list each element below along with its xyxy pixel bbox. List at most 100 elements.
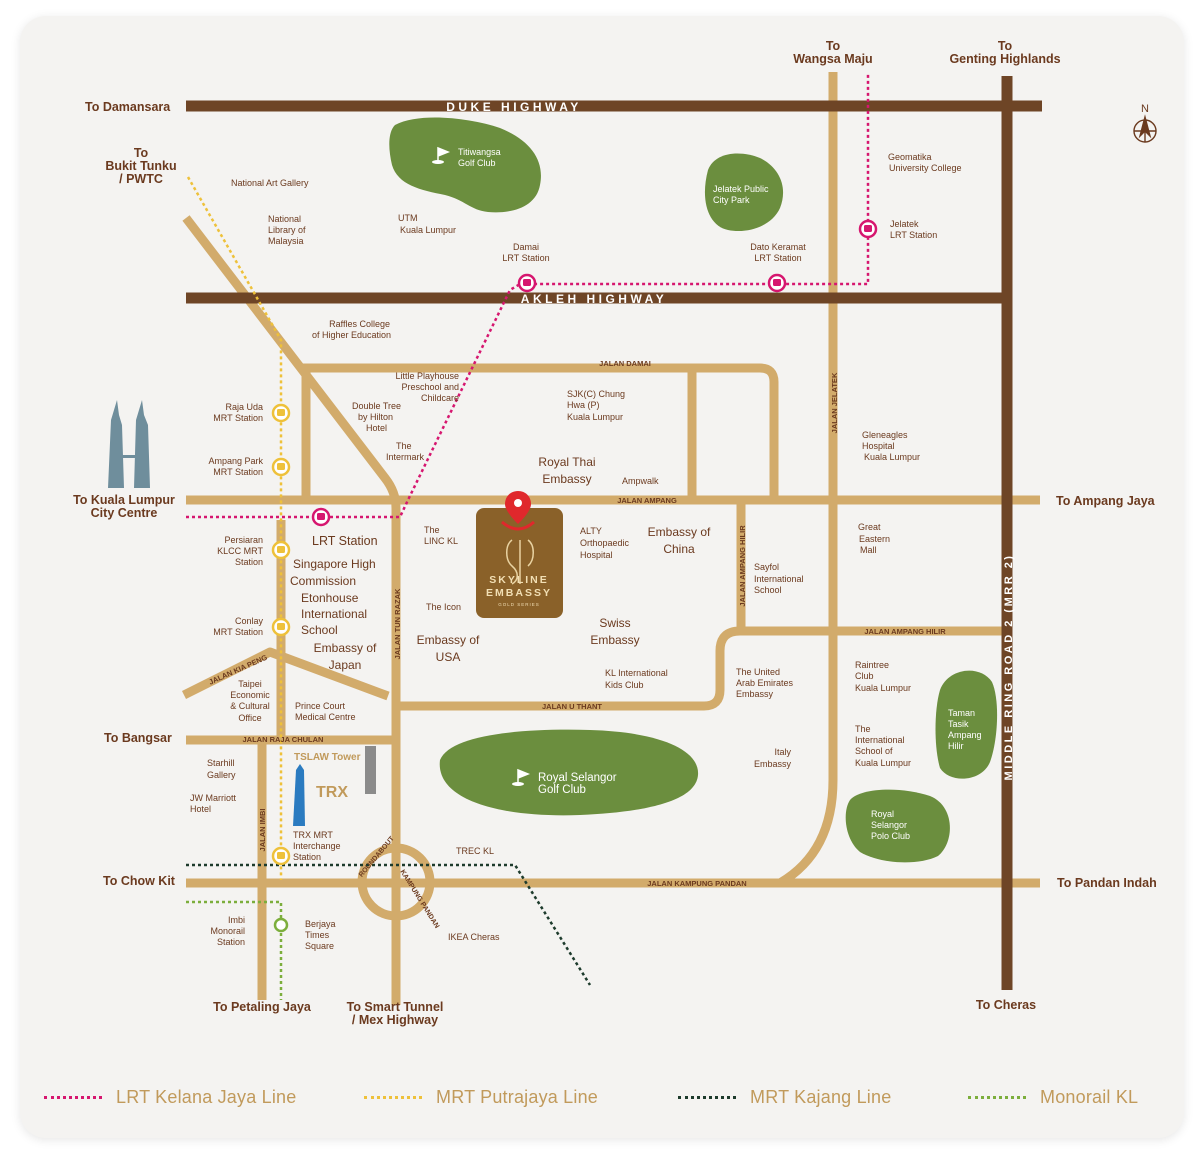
label-jalan-jelatek: JALAN JELATEK [830,372,839,433]
label-polo-2: Selangor [871,820,907,830]
damai-station-icon [517,273,537,293]
dir-to-klcc-2: City Centre [91,506,158,520]
petronas-towers-icon [108,400,150,488]
dir-to-smart-1: To Smart Tunnel [347,1000,444,1014]
project-logo-icon [506,539,534,585]
label-trx-1: TRX MRT [293,830,333,840]
place-great-eastern-1: Great [858,522,881,532]
dir-to-petaling-jaya: To Petaling Jaya [213,1000,312,1014]
highways [186,76,1042,990]
dir-to-genting-1: To [998,39,1013,53]
transit-lines [186,72,870,1000]
label-duke-highway: DUKE HIGHWAY [446,100,582,114]
place-doubletree-2: by Hilton [358,412,393,422]
label-raja-uda-2: MRT Station [213,413,263,423]
place-berjaya-1: Berjaya [305,919,336,929]
label-taman-4: Hilir [948,741,964,751]
place-treckl: TREC KL [456,846,494,856]
compass-icon [1133,114,1157,143]
place-raintree-2: Club [855,671,874,681]
label-conlay-1: Conlay [235,616,264,626]
dir-to-bukit-tunku-1: To [134,146,149,160]
place-taipei-1: Taipei [238,679,262,689]
place-raffles-2: of Higher Education [312,330,391,340]
label-jalan-raja-chulan: JALAN RAJA CHULAN [243,735,324,744]
conlay-station-icon [271,617,291,637]
place-taipei-3: & Cultural [230,701,270,711]
place-national-lib-2: Library of [268,225,306,235]
place-ikea: IKEA Cheras [448,932,500,942]
imbi-station-icon [273,917,289,933]
label-akleh-highway: AKLEH HIGHWAY [521,292,667,306]
golf-flag-icon [432,146,451,164]
project-series: GOLD SERIES [498,602,540,607]
place-alty-2: Orthopaedic [580,538,630,548]
legend-line-mrt-kajang [678,1095,736,1099]
dir-to-ampang-jaya: To Ampang Jaya [1056,494,1156,508]
place-starhill-2: Gallery [207,770,236,780]
label-jalan-tun-razak: JALAN TUN RAZAK [393,588,402,659]
place-alty-3: Hospital [580,550,613,560]
label-trx-2: Interchange [293,841,341,851]
label-jalan-ampang-hilir-h: JALAN AMPANG HILIR [864,627,946,636]
label-titiwangsa-2: Golf Club [458,158,496,168]
road-diagonal-bukit-tunku [182,215,401,1005]
place-isk-1: The [855,724,871,734]
legend-line-lrt [44,1095,102,1099]
place-ampwalk: Ampwalk [622,476,659,486]
place-the-icon: The Icon [426,602,461,612]
persiaran-klcc-station-icon [271,540,291,560]
label-persiaran-3: Station [235,557,263,567]
place-isk-3: School of [855,746,893,756]
golf-flag-icon-2 [512,768,531,786]
legend-item-monorail: Monorail KL [968,1084,1138,1110]
ampang-park-station-icon [271,457,291,477]
place-geomatika-1: Geomatika [888,152,932,162]
legend-line-mrt-putrajaya [364,1095,422,1099]
label-jalan-kampung-pandan: JALAN KAMPUNG PANDAN [647,879,746,888]
project-name-2: EMBASSY [486,587,552,599]
dir-to-smart-2: / Mex Highway [352,1013,438,1027]
mrt-putrajaya-line [186,176,283,880]
label-polo-1: Royal [871,809,894,819]
place-intermark-1: The [396,441,412,451]
label-rsgc-2: Golf Club [538,784,586,796]
trx-station-icon [271,846,291,866]
place-sayfol-2: International [754,574,804,584]
trx-tower-icon [293,764,305,826]
place-thai-1: Royal Thai [538,455,595,469]
label-jalan-ampang: JALAN AMPANG [617,496,677,505]
project-name-1: SKYLINE [489,574,549,586]
klcc-lrt-station-icon [311,507,331,527]
label-jelatek-park-1: Jelatek Public [713,184,769,194]
place-alty-1: ALTY [580,526,602,536]
label-trx-3: Station [293,852,321,862]
place-starhill-1: Starhill [207,758,235,768]
place-prince-1: Prince Court [295,701,346,711]
label-damai-1: Damai [513,242,539,252]
royal-selangor-golf-area [439,729,699,816]
titiwangsa-golf-area [389,117,541,213]
place-taipei-2: Economic [230,690,270,700]
dato-keramat-station-icon [767,273,787,293]
label-ampang-park-1: Ampang Park [208,456,263,466]
place-swiss-2: Embassy [590,633,639,647]
label-imbi-1: Imbi [228,915,245,925]
dir-to-genting-2: Genting Highlands [949,52,1060,66]
label-raja-uda-1: Raja Uda [225,402,263,412]
dir-to-bangsar: To Bangsar [104,731,172,745]
label-jelatek-park-2: City Park [713,195,750,205]
label-damai-2: LRT Station [502,253,549,263]
label-dato-1: Dato Keramat [750,242,806,252]
dir-to-bukit-tunku-3: / PWTC [119,172,163,186]
place-linc-2: LINC KL [424,536,458,546]
label-jalan-u-thant: JALAN U THANT [542,702,602,711]
place-raintree-1: Raintree [855,660,889,670]
place-sjk-3: Kuala Lumpur [567,412,623,422]
place-singapore-2: Commission [290,574,356,588]
place-jw-2: Hotel [190,804,211,814]
road-jalan-kia-peng [181,647,390,701]
dir-to-klcc-1: To Kuala Lumpur [73,493,175,507]
place-uae-2: Arab Emirates [736,678,794,688]
place-italy-1: Italy [774,747,791,757]
